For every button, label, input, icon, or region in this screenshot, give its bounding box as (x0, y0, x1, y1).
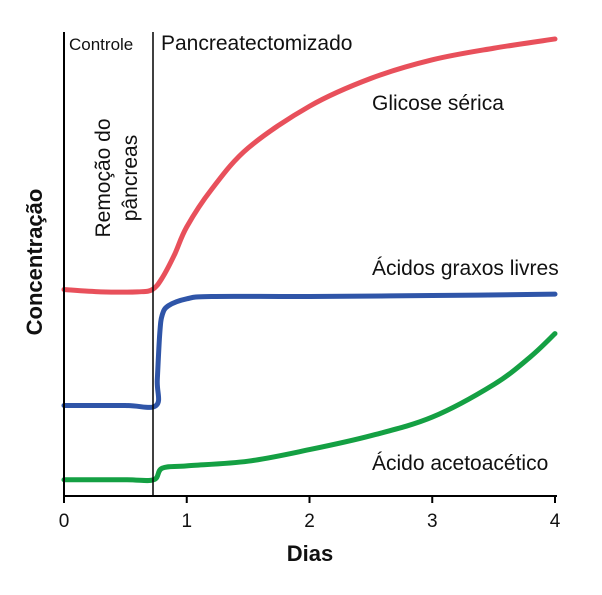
annotation-pancreas-removal-line-1: Remoção do (92, 118, 115, 237)
x-tick-label: 2 (304, 511, 315, 532)
phase-label-pancreatectomized: Pancreatectomizado (161, 32, 352, 55)
x-tick-label: 4 (550, 511, 561, 532)
x-axis-title: Dias (287, 541, 333, 566)
series-line-free-fatty-acids (61, 291, 558, 410)
y-axis-title: Concentração (22, 189, 47, 336)
series-label-glucose: Glicose sérica (372, 92, 504, 115)
x-tick-label: 0 (59, 511, 70, 532)
x-tick-label: 3 (427, 511, 438, 532)
x-tick-label: 1 (181, 511, 192, 532)
series-line-glucose (61, 36, 558, 295)
phase-label-control: Controle (69, 35, 133, 54)
x-tick-layer: 0 1 2 3 4 (59, 496, 561, 532)
series-label-acetoacetic-acid: Ácido acetoacético (372, 452, 548, 475)
series-label-free-fatty-acids: Ácidos graxos livres (372, 257, 559, 280)
annotation-pancreas-removal-line-2: pâncreas (119, 135, 142, 221)
